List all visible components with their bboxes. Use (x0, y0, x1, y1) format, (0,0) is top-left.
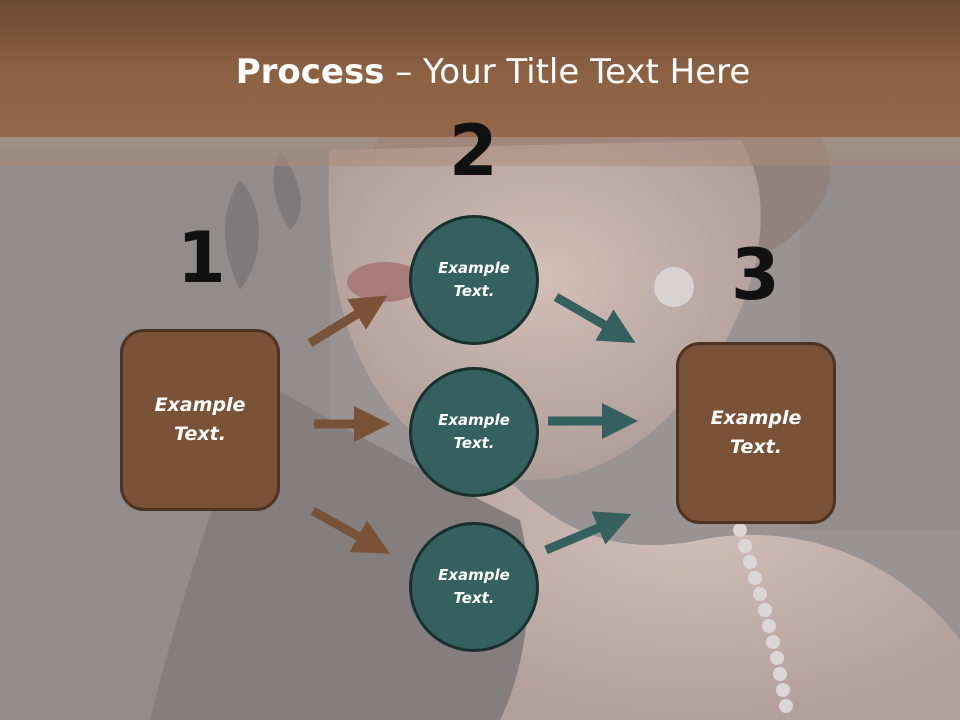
arrow-from-top-circle (553, 293, 636, 344)
step-number-3: 3 (731, 234, 780, 316)
step-2-circle-bottom: Example Text. (409, 522, 539, 652)
step-2-circle-top: Example Text. (409, 215, 539, 345)
slide-title: Process – Your Title Text Here (0, 52, 960, 92)
step-1-box-line2: Text. (174, 423, 226, 445)
step-3-box: Example Text. (676, 342, 836, 524)
step-2-circle-middle: Example Text. (409, 367, 539, 497)
title-band (0, 0, 960, 137)
circle-top-line2: Text. (453, 282, 495, 300)
circle-bottom-line1: Example (438, 566, 510, 584)
arrow-to-bottom-circle (310, 507, 390, 554)
step-3-box-line1: Example (710, 407, 802, 429)
step-1-box: Example Text. (120, 329, 280, 511)
step-3-box-line2: Text. (730, 436, 782, 458)
slide-title-bold: Process (235, 52, 385, 92)
circle-top-line1: Example (438, 259, 510, 277)
slide-title-rest: – Your Title Text Here (384, 52, 751, 92)
step-number-1: 1 (177, 217, 226, 299)
circle-middle-line2: Text. (453, 434, 495, 452)
arrow-to-top-circle (307, 295, 388, 347)
arrow-from-bottom-circle (544, 511, 632, 555)
title-strip (0, 137, 960, 166)
step-number-2: 2 (449, 110, 498, 192)
circle-middle-line1: Example (438, 411, 510, 429)
step-1-box-line1: Example (154, 394, 246, 416)
circle-bottom-line2: Text. (453, 589, 495, 607)
